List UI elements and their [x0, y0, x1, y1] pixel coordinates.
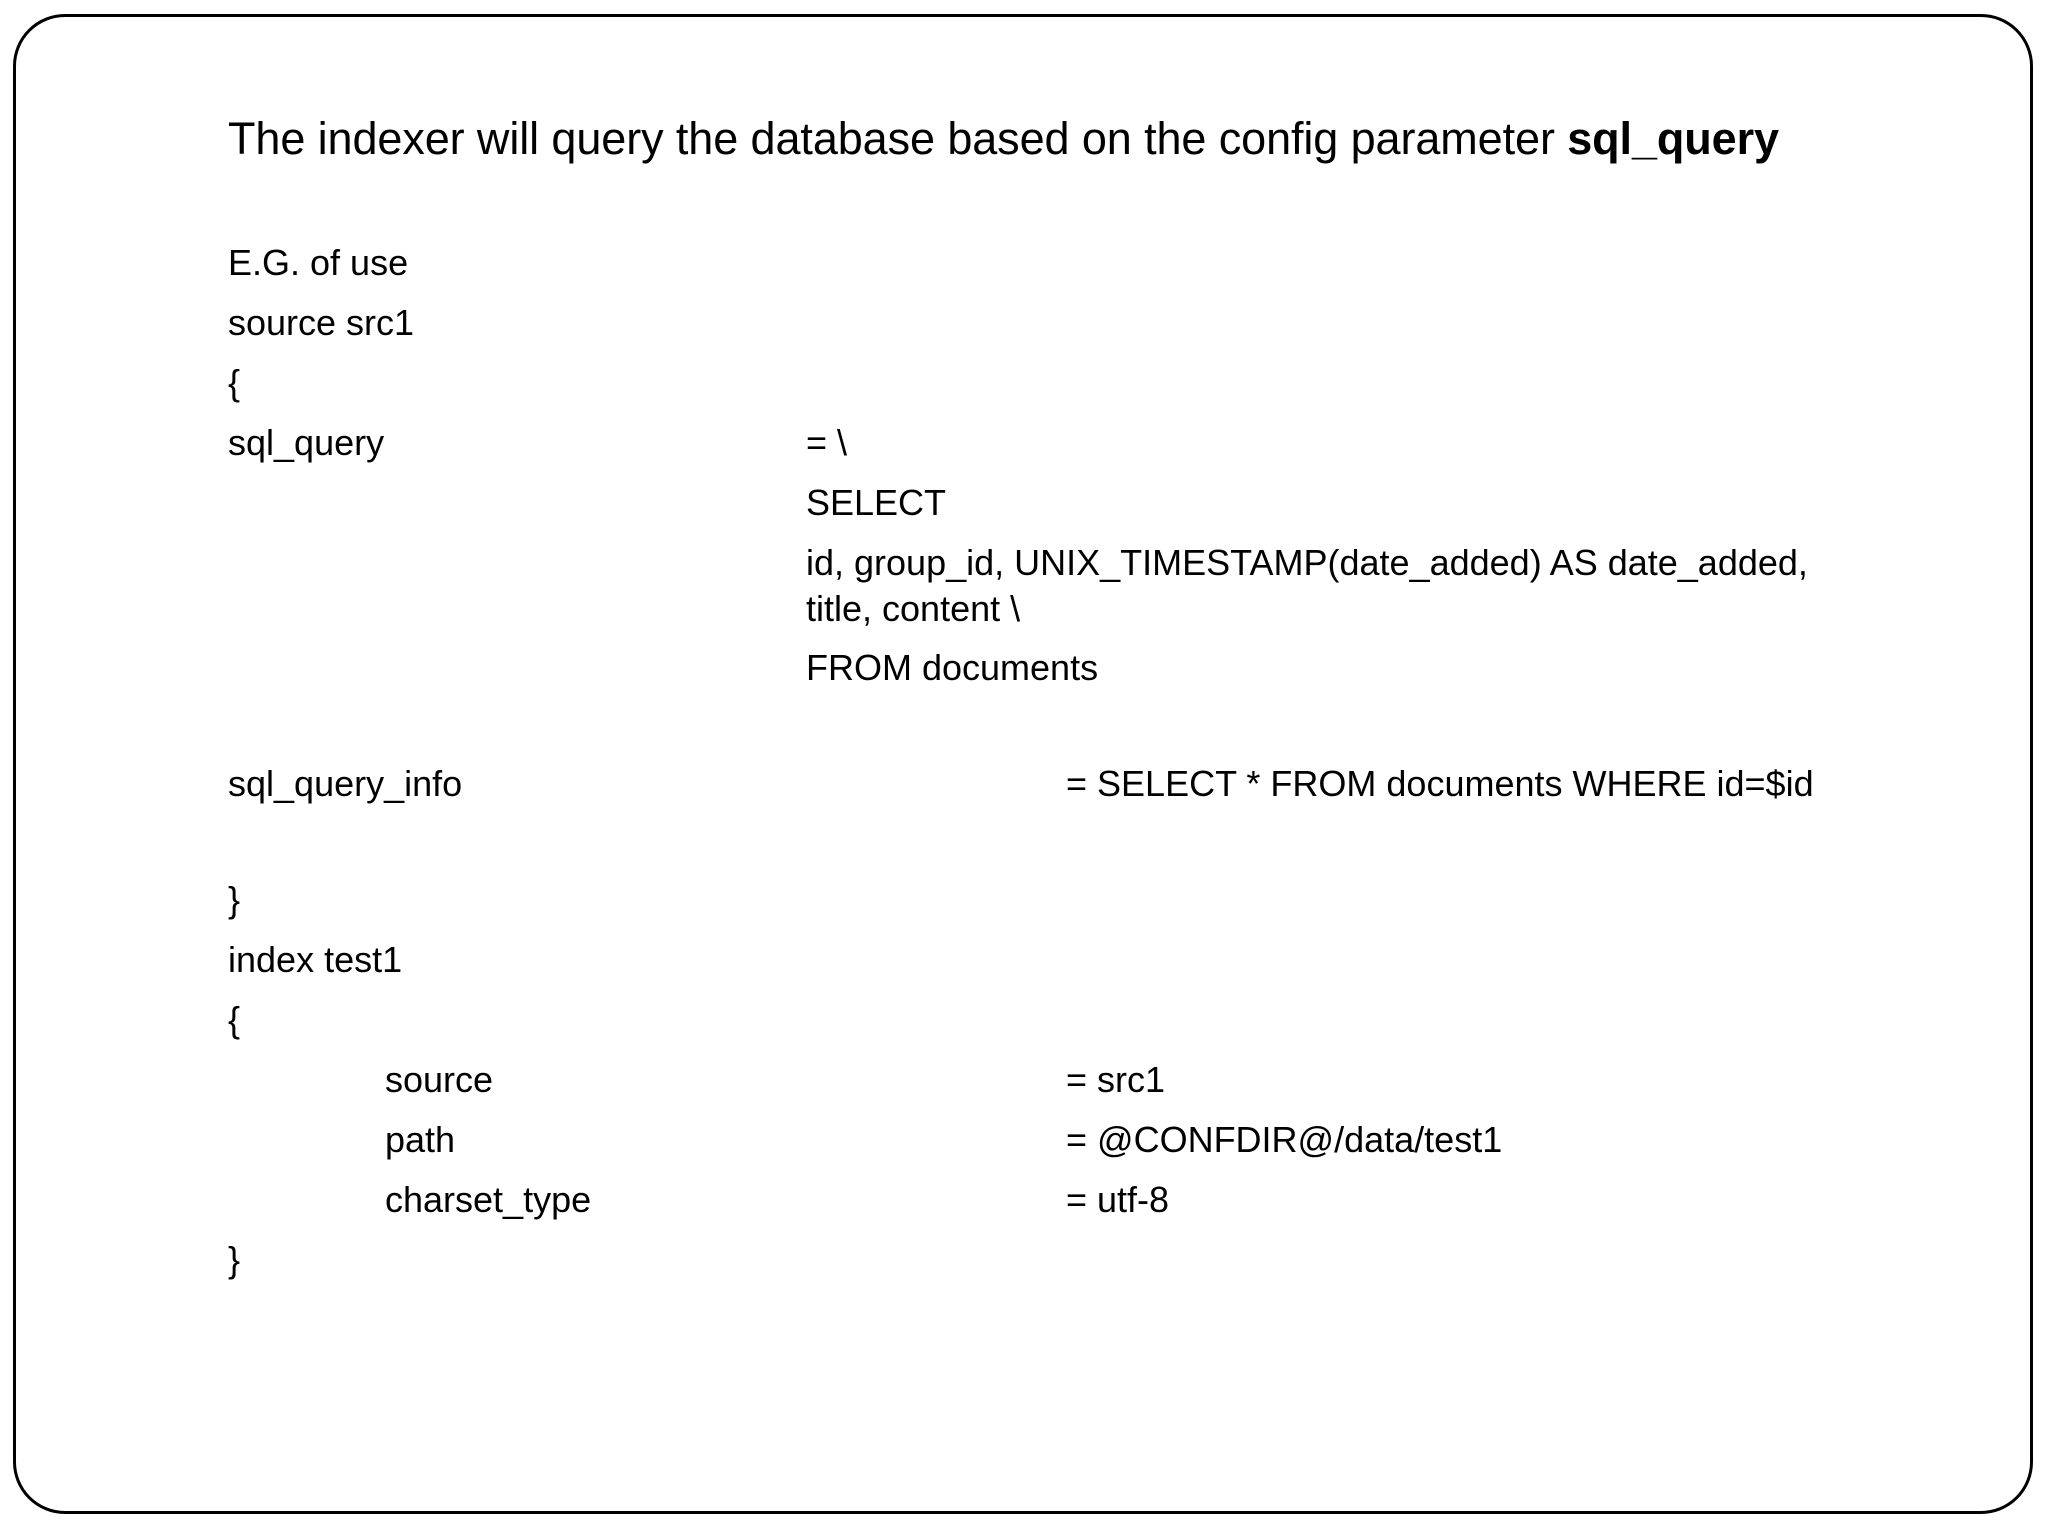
example-heading-label: E.G. of use: [228, 242, 409, 283]
select-keyword: SELECT: [806, 482, 947, 523]
listing-row-charset-setting: charset_type = utf-8: [228, 1176, 1848, 1236]
path-setting-key: path: [385, 1119, 456, 1160]
sql-query-info-key: sql_query_info: [228, 763, 463, 804]
listing-row-open-brace-1: {: [228, 359, 1848, 419]
select-fields-line-1: id, group_id, UNIX_TIMESTAMP(date_added)…: [806, 542, 1808, 583]
sql-query-key: sql_query: [228, 422, 385, 463]
slide-frame: The indexer will query the database base…: [13, 14, 2033, 1514]
listing-row-spacer-2: [228, 820, 1848, 876]
from-clause: FROM documents: [806, 647, 1099, 688]
title-parameter-name: sql_query: [1567, 113, 1779, 164]
open-brace-index: {: [228, 999, 241, 1040]
close-brace-source: }: [228, 879, 241, 920]
open-brace-source: {: [228, 362, 241, 403]
charset-setting-key: charset_type: [385, 1179, 592, 1220]
listing-row-select-fields: id, group_id, UNIX_TIMESTAMP(date_added)…: [228, 539, 1848, 644]
slide-content: The indexer will query the database base…: [16, 17, 2030, 1511]
title-sentence: The indexer will query the database base…: [228, 113, 1568, 164]
source-setting-value: = src1: [1066, 1059, 1166, 1100]
listing-row-from-clause: FROM documents: [228, 644, 1848, 704]
listing-row-source-setting: source = src1: [228, 1056, 1848, 1116]
listing-row-close-brace-2: }: [228, 1236, 1848, 1296]
source-declaration-label: source src1: [228, 302, 415, 343]
title-text: The indexer will query the database base…: [228, 109, 1818, 168]
listing-row-path-setting: path = @CONFDIR@/data/test1: [228, 1116, 1848, 1176]
page-title: The indexer will query the database base…: [228, 109, 1818, 168]
source-setting-key: source: [385, 1059, 494, 1100]
charset-setting-value: = utf-8: [1066, 1179, 1170, 1220]
listing-row-select-keyword: SELECT: [228, 479, 1848, 539]
listing-row-example-heading: E.G. of use: [228, 239, 1848, 299]
index-declaration-label: index test1: [228, 939, 403, 980]
listing-row-index-decl: index test1: [228, 936, 1848, 996]
path-setting-value: = @CONFDIR@/data/test1: [1066, 1119, 1503, 1160]
listing-row-source-decl: source src1: [228, 299, 1848, 359]
listing-row-close-brace-1: }: [228, 876, 1848, 936]
sql-query-info-value: = SELECT * FROM documents WHERE id=$id: [1066, 763, 1814, 804]
config-listing: E.G. of use source src1 { sql_query = \ …: [228, 239, 1848, 1296]
listing-row-sql-query: sql_query = \: [228, 419, 1848, 479]
select-fields-line-2: title, content \: [806, 588, 1021, 629]
listing-row-spacer-1: [228, 704, 1848, 760]
listing-row-open-brace-2: {: [228, 996, 1848, 1056]
close-brace-index: }: [228, 1239, 241, 1280]
sql-query-value: = \: [806, 422, 848, 463]
listing-row-sql-query-info: sql_query_info = SELECT * FROM documents…: [228, 760, 1848, 820]
